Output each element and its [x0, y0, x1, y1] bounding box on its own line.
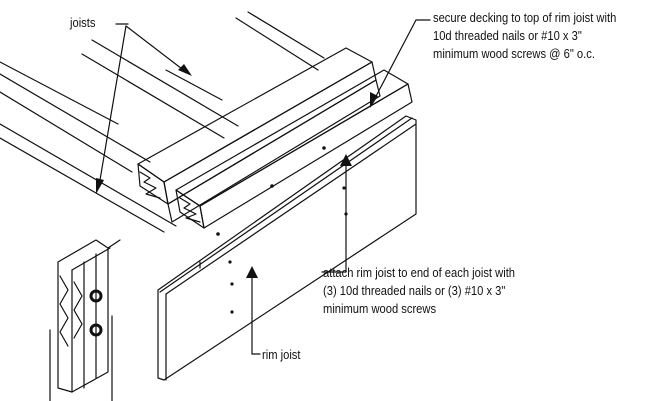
fastener-dot: [344, 212, 348, 216]
label-attach-rim-joist: attach rim joist to end of each joist wi…: [323, 264, 515, 318]
label-secure-decking: secure decking to top of rim joist with …: [433, 9, 616, 63]
joist-lower-left: [0, 123, 177, 233]
arrowhead-rim-joist: [246, 266, 258, 278]
fastener-dot: [322, 146, 326, 150]
label-secure-line-3: minimum wood screws @ 6" o.c.: [433, 46, 595, 61]
rim-joist-board: [157, 115, 417, 381]
label-rim-joist-text: rim joist: [262, 347, 301, 362]
arrowhead-secure: [370, 92, 378, 108]
joist-upper-right: [235, 11, 325, 71]
label-attach-line-2: (3) 10d threaded nails or (3) #10 x 3": [323, 283, 506, 298]
decking-board: [137, 47, 413, 229]
support-post: [49, 239, 121, 401]
arrowhead-joists-lower: [96, 178, 104, 194]
fastener-dot: [270, 184, 274, 188]
fastener-dot: [230, 310, 234, 314]
label-joists-text: joists: [70, 15, 96, 30]
leader-secure: [373, 19, 431, 101]
label-joists: joists: [70, 14, 95, 32]
leader-attach: [321, 159, 347, 273]
label-rim-joist: rim joist: [262, 346, 301, 364]
bolt-icon: [89, 289, 103, 303]
fastener-dot: [228, 260, 232, 264]
arrowhead-attach: [340, 154, 352, 166]
bolt-icon: [89, 323, 103, 337]
fastener-dot: [216, 232, 220, 236]
fastener-dot: [230, 282, 234, 286]
label-secure-line-2: 10d threaded nails or #10 x 3": [433, 28, 582, 43]
fastener-dot: [342, 186, 346, 190]
arrowhead-joists-upper: [178, 64, 192, 76]
leader-joists: [99, 23, 187, 181]
joist-upper-left: [0, 61, 151, 173]
joist-upper-mid: [81, 39, 239, 139]
label-secure-line-1: secure decking to top of rim joist with: [433, 10, 617, 25]
label-attach-line-3: minimum wood screws: [323, 301, 437, 316]
leader-rim-joist: [251, 273, 261, 355]
label-attach-line-1: attach rim joist to end of each joist wi…: [323, 265, 516, 280]
